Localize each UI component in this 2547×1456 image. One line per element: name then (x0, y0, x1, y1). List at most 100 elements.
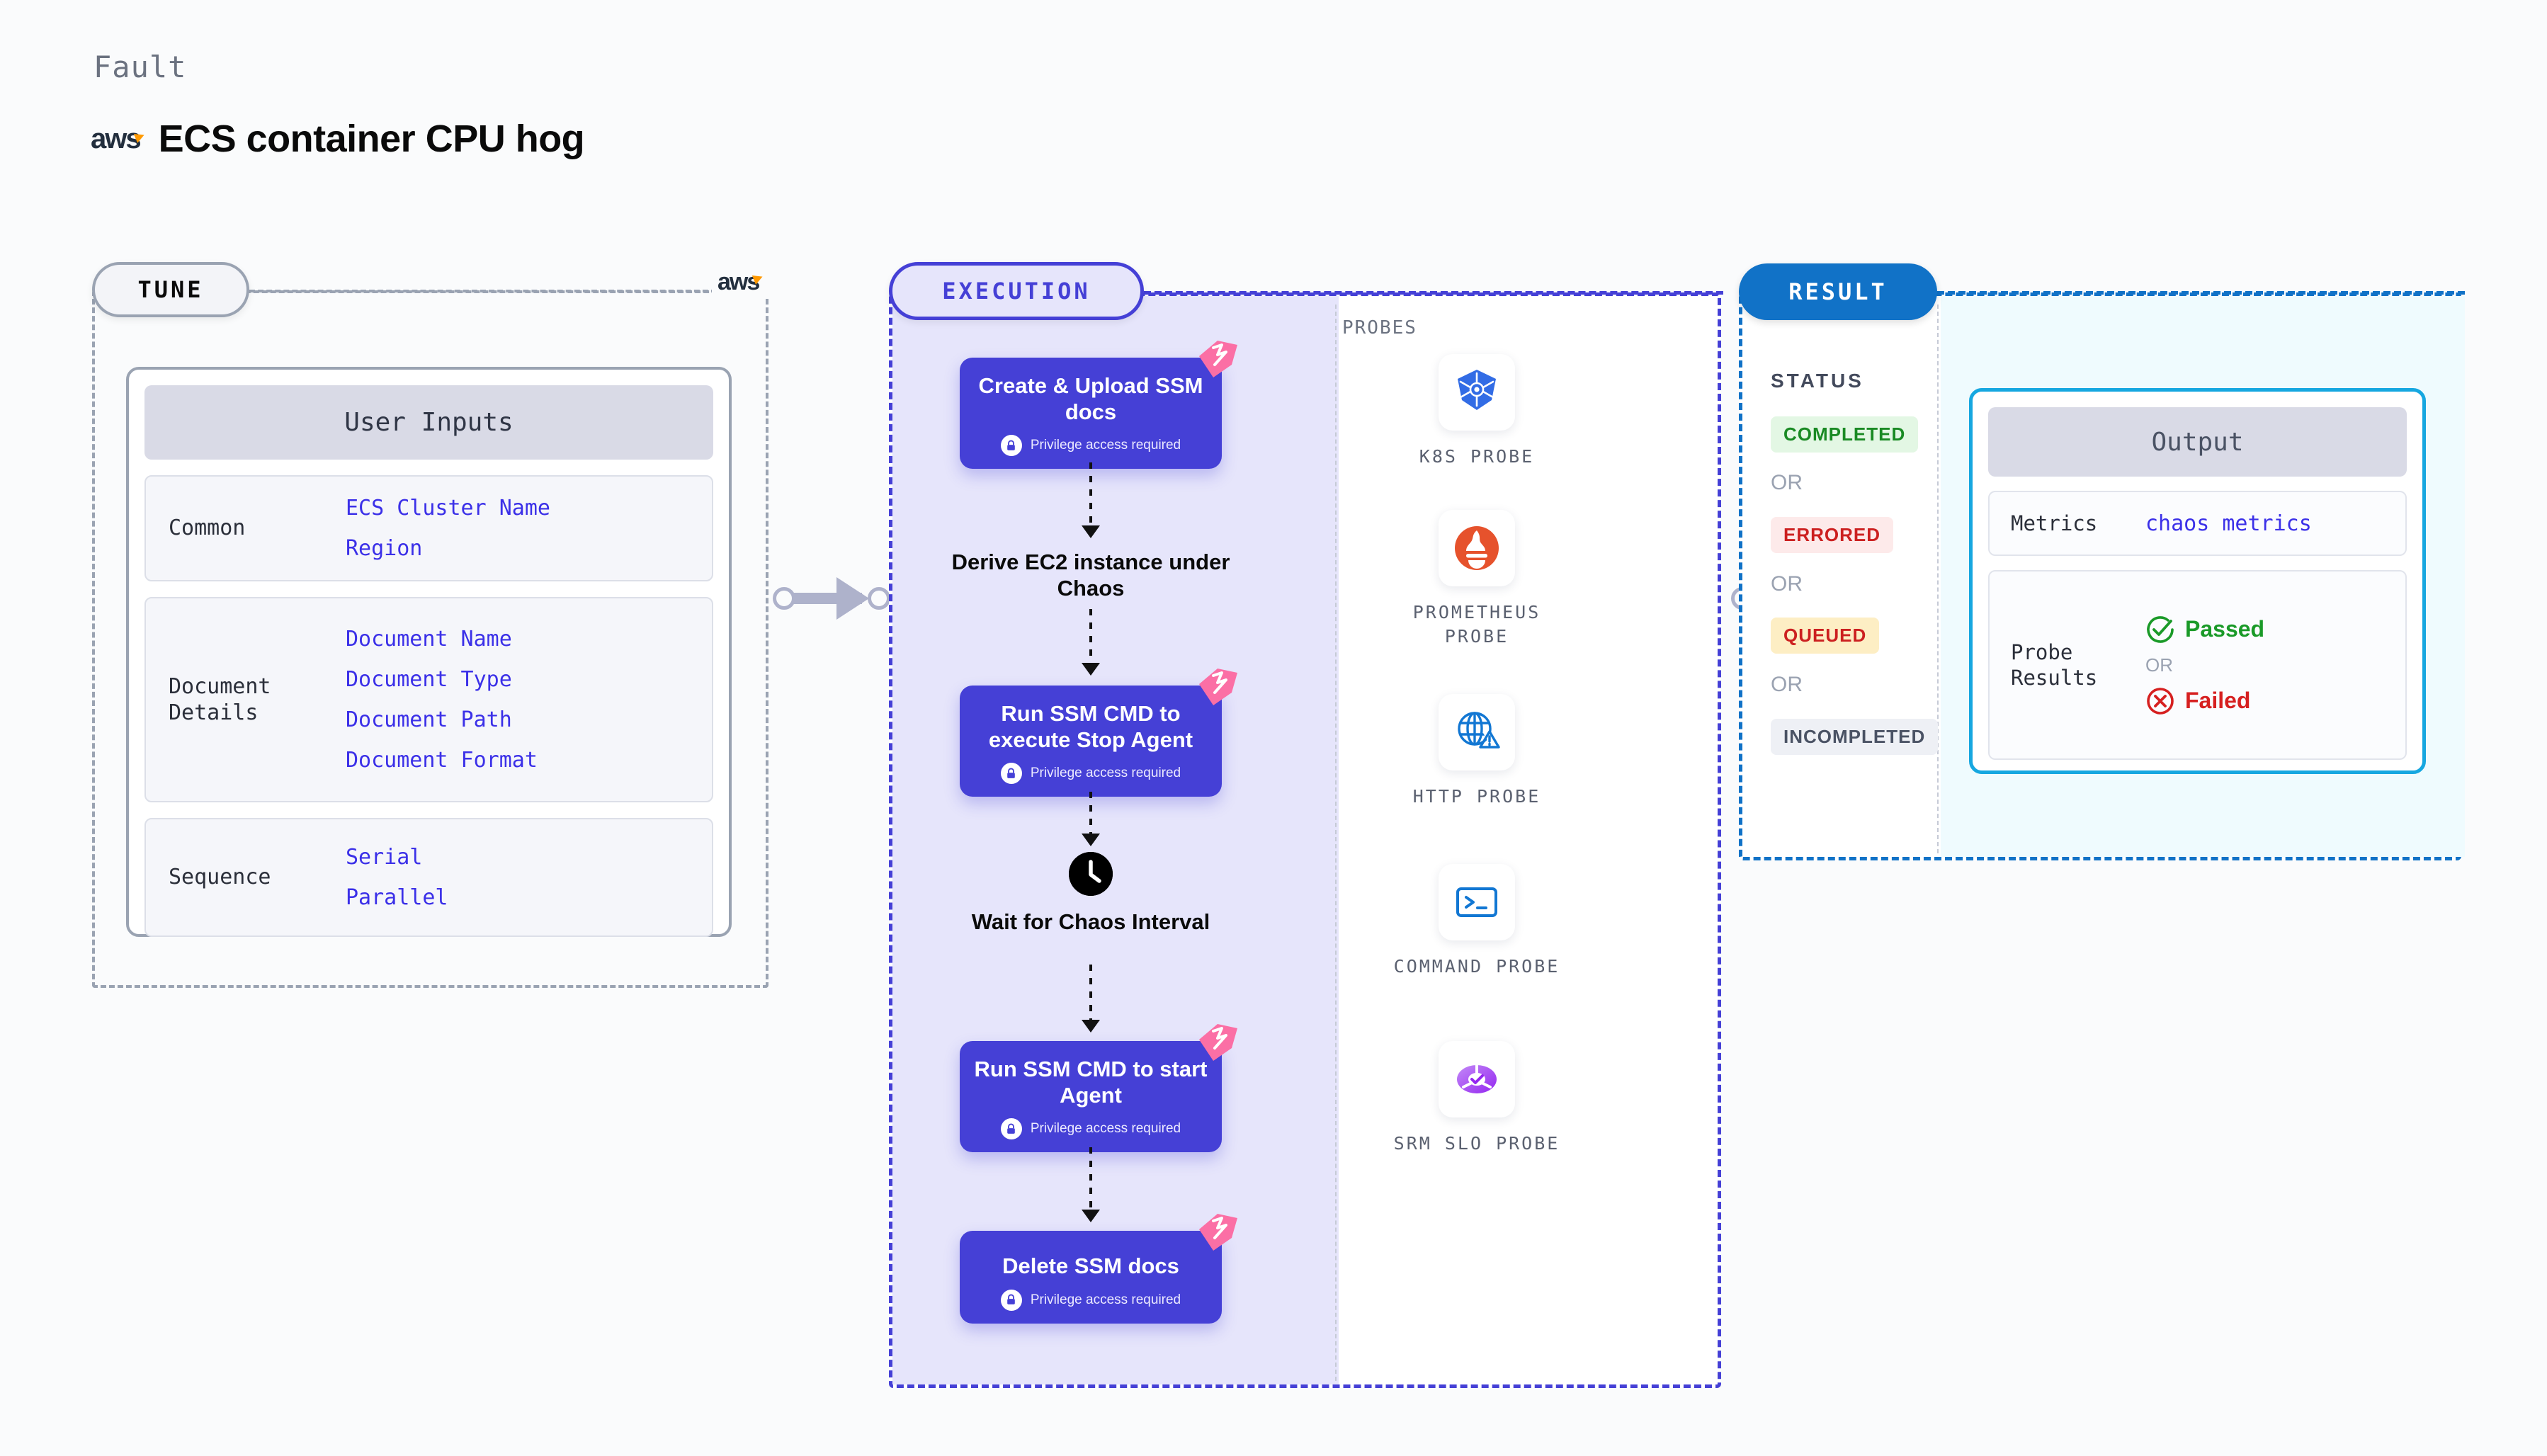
or-label: OR (1771, 673, 1803, 696)
execution-panel (889, 292, 1721, 1388)
tune-to-execution-arrow (768, 577, 892, 620)
tune-aws-logo: aws (712, 266, 808, 298)
privilege-text: Privilege access required (1030, 766, 1181, 781)
step-title: Create & Upload SSM docs (978, 373, 1203, 424)
http-globe-icon (1439, 694, 1515, 770)
execution-step-wait: Wait for Chaos Interval (971, 909, 1210, 934)
flow-arrowhead (1082, 663, 1100, 676)
execution-step-stop-agent[interactable]: Run SSM CMD to execute Stop Agent Privil… (960, 669, 1237, 797)
result-output-divider (1937, 305, 1939, 853)
prometheus-icon (1439, 510, 1515, 586)
output-metrics-label: Metrics (2011, 511, 2098, 535)
or-label: OR (1771, 471, 1803, 494)
tune-pill: TUNE (92, 262, 249, 317)
output-metrics-row: Metrics chaos metrics (1988, 491, 2407, 556)
tune-value[interactable]: Document Name (346, 627, 512, 652)
probe-label: PROMETHEUS PROBE (1412, 602, 1541, 647)
privilege-note: Privilege access required (971, 763, 1210, 785)
status-badge-queued: QUEUED (1771, 618, 1880, 654)
passed-label: Passed (2185, 616, 2265, 642)
step-title: Delete SSM docs (1002, 1253, 1179, 1278)
probe-prometheus[interactable]: PROMETHEUS PROBE (1388, 510, 1565, 649)
user-inputs-title: User Inputs (144, 385, 713, 460)
failed-label: Failed (2185, 688, 2251, 713)
tune-value[interactable]: Document Path (346, 707, 512, 732)
tune-section-sequence: Sequence Serial Parallel (144, 818, 713, 937)
check-circle-icon (2147, 615, 2174, 643)
probes-title: PROBES (1342, 317, 1417, 339)
probe-k8s[interactable]: K8S PROBE (1388, 354, 1565, 469)
tune-section-label: Sequence (169, 865, 271, 890)
probe-label: HTTP PROBE (1412, 786, 1541, 807)
litmus-flag-icon (1199, 1214, 1237, 1251)
flow-arrowhead (1082, 525, 1100, 538)
lock-icon (1000, 1118, 1022, 1140)
output-probe-results-row: Probe Results Passed OR Failed (1988, 570, 2407, 760)
execution-pill-connector (1144, 291, 1723, 295)
tune-value[interactable]: Document Format (346, 748, 538, 773)
probe-label: K8S PROBE (1419, 446, 1535, 467)
output-metrics-value[interactable]: chaos metrics (2145, 511, 2312, 536)
page-title-row: aws ECS container CPU hog (91, 117, 585, 161)
output-title: Output (1988, 407, 2407, 477)
flow-connector (1089, 792, 1092, 836)
execution-step-start-agent[interactable]: Run SSM CMD to start Agent Privilege acc… (960, 1024, 1237, 1153)
probe-result-passed: Passed (2145, 615, 2398, 644)
probe-label: COMMAND PROBE (1393, 956, 1560, 977)
probe-http[interactable]: HTTP PROBE (1388, 694, 1565, 809)
execution-step-delete-docs[interactable]: Delete SSM docs Privilege access require… (960, 1214, 1237, 1324)
lock-icon (1000, 1289, 1022, 1311)
output-probe-label: Probe Results (2011, 639, 2098, 690)
tune-value[interactable]: ECS Cluster Name (346, 496, 550, 521)
lock-icon (1000, 763, 1022, 785)
execution-step-create-upload[interactable]: Create & Upload SSM docs Privilege acces… (960, 341, 1237, 470)
litmus-flag-icon (1199, 1024, 1237, 1061)
result-pill: RESULT (1739, 263, 1937, 320)
terminal-icon (1439, 864, 1515, 940)
tune-value[interactable]: Document Type (346, 667, 512, 692)
litmus-flag-icon (1199, 341, 1237, 377)
output-card: Output Metrics chaos metrics Probe Resul… (1969, 388, 2426, 774)
step-title: Run SSM CMD to execute Stop Agent (988, 701, 1193, 752)
privilege-text: Privilege access required (1030, 1292, 1181, 1307)
flow-arrowhead (1082, 1210, 1100, 1222)
page-title: ECS container CPU hog (158, 118, 585, 160)
flow-arrowhead (1082, 1020, 1100, 1033)
privilege-text: Privilege access required (1030, 438, 1181, 453)
privilege-note: Privilege access required (971, 1118, 1210, 1140)
privilege-note: Privilege access required (971, 1289, 1210, 1311)
tune-value[interactable]: Parallel (346, 885, 448, 910)
execution-step-derive-ec2: Derive EC2 instance under Chaos (951, 550, 1230, 601)
execution-to-result-arrow (1615, 577, 1863, 620)
user-inputs-card: User Inputs Common ECS Cluster Name Regi… (126, 367, 732, 937)
kubernetes-icon (1439, 354, 1515, 431)
litmus-flag-icon (1199, 669, 1237, 705)
probe-result-failed: Failed (2145, 686, 2398, 716)
flow-connector (1089, 965, 1092, 1023)
step-title: Run SSM CMD to start Agent (974, 1057, 1208, 1108)
tune-value[interactable]: Serial (346, 845, 423, 870)
privilege-text: Privilege access required (1030, 1121, 1181, 1137)
probe-srm-slo[interactable]: SRM SLO PROBE (1388, 1041, 1565, 1156)
result-pill-connector (1937, 291, 2465, 295)
flow-connector (1089, 609, 1092, 666)
tune-section-document-details: Document Details Document Name Document … (144, 597, 713, 802)
tune-section-common: Common ECS Cluster Name Region (144, 475, 713, 581)
execution-pill: EXECUTION (889, 262, 1144, 320)
or-label: OR (2145, 654, 2173, 676)
status-badge-incompleted: INCOMPLETED (1771, 719, 1939, 755)
status-badge-completed: COMPLETED (1771, 416, 1919, 453)
tune-value[interactable]: Region (346, 536, 423, 561)
flow-connector (1089, 462, 1092, 528)
tune-section-label: Document Details (169, 673, 271, 726)
probe-label: SRM SLO PROBE (1393, 1133, 1560, 1154)
flow-arrowhead (1082, 834, 1100, 846)
lock-icon (1000, 435, 1022, 457)
privilege-note: Privilege access required (971, 435, 1210, 457)
probe-command[interactable]: COMMAND PROBE (1388, 864, 1565, 979)
srm-slo-icon (1439, 1041, 1515, 1117)
clock-icon (1069, 852, 1113, 896)
execution-probes-divider (1335, 305, 1337, 1381)
status-badge-errored: ERRORED (1771, 517, 1894, 553)
page-eyebrow: Fault (93, 50, 187, 84)
